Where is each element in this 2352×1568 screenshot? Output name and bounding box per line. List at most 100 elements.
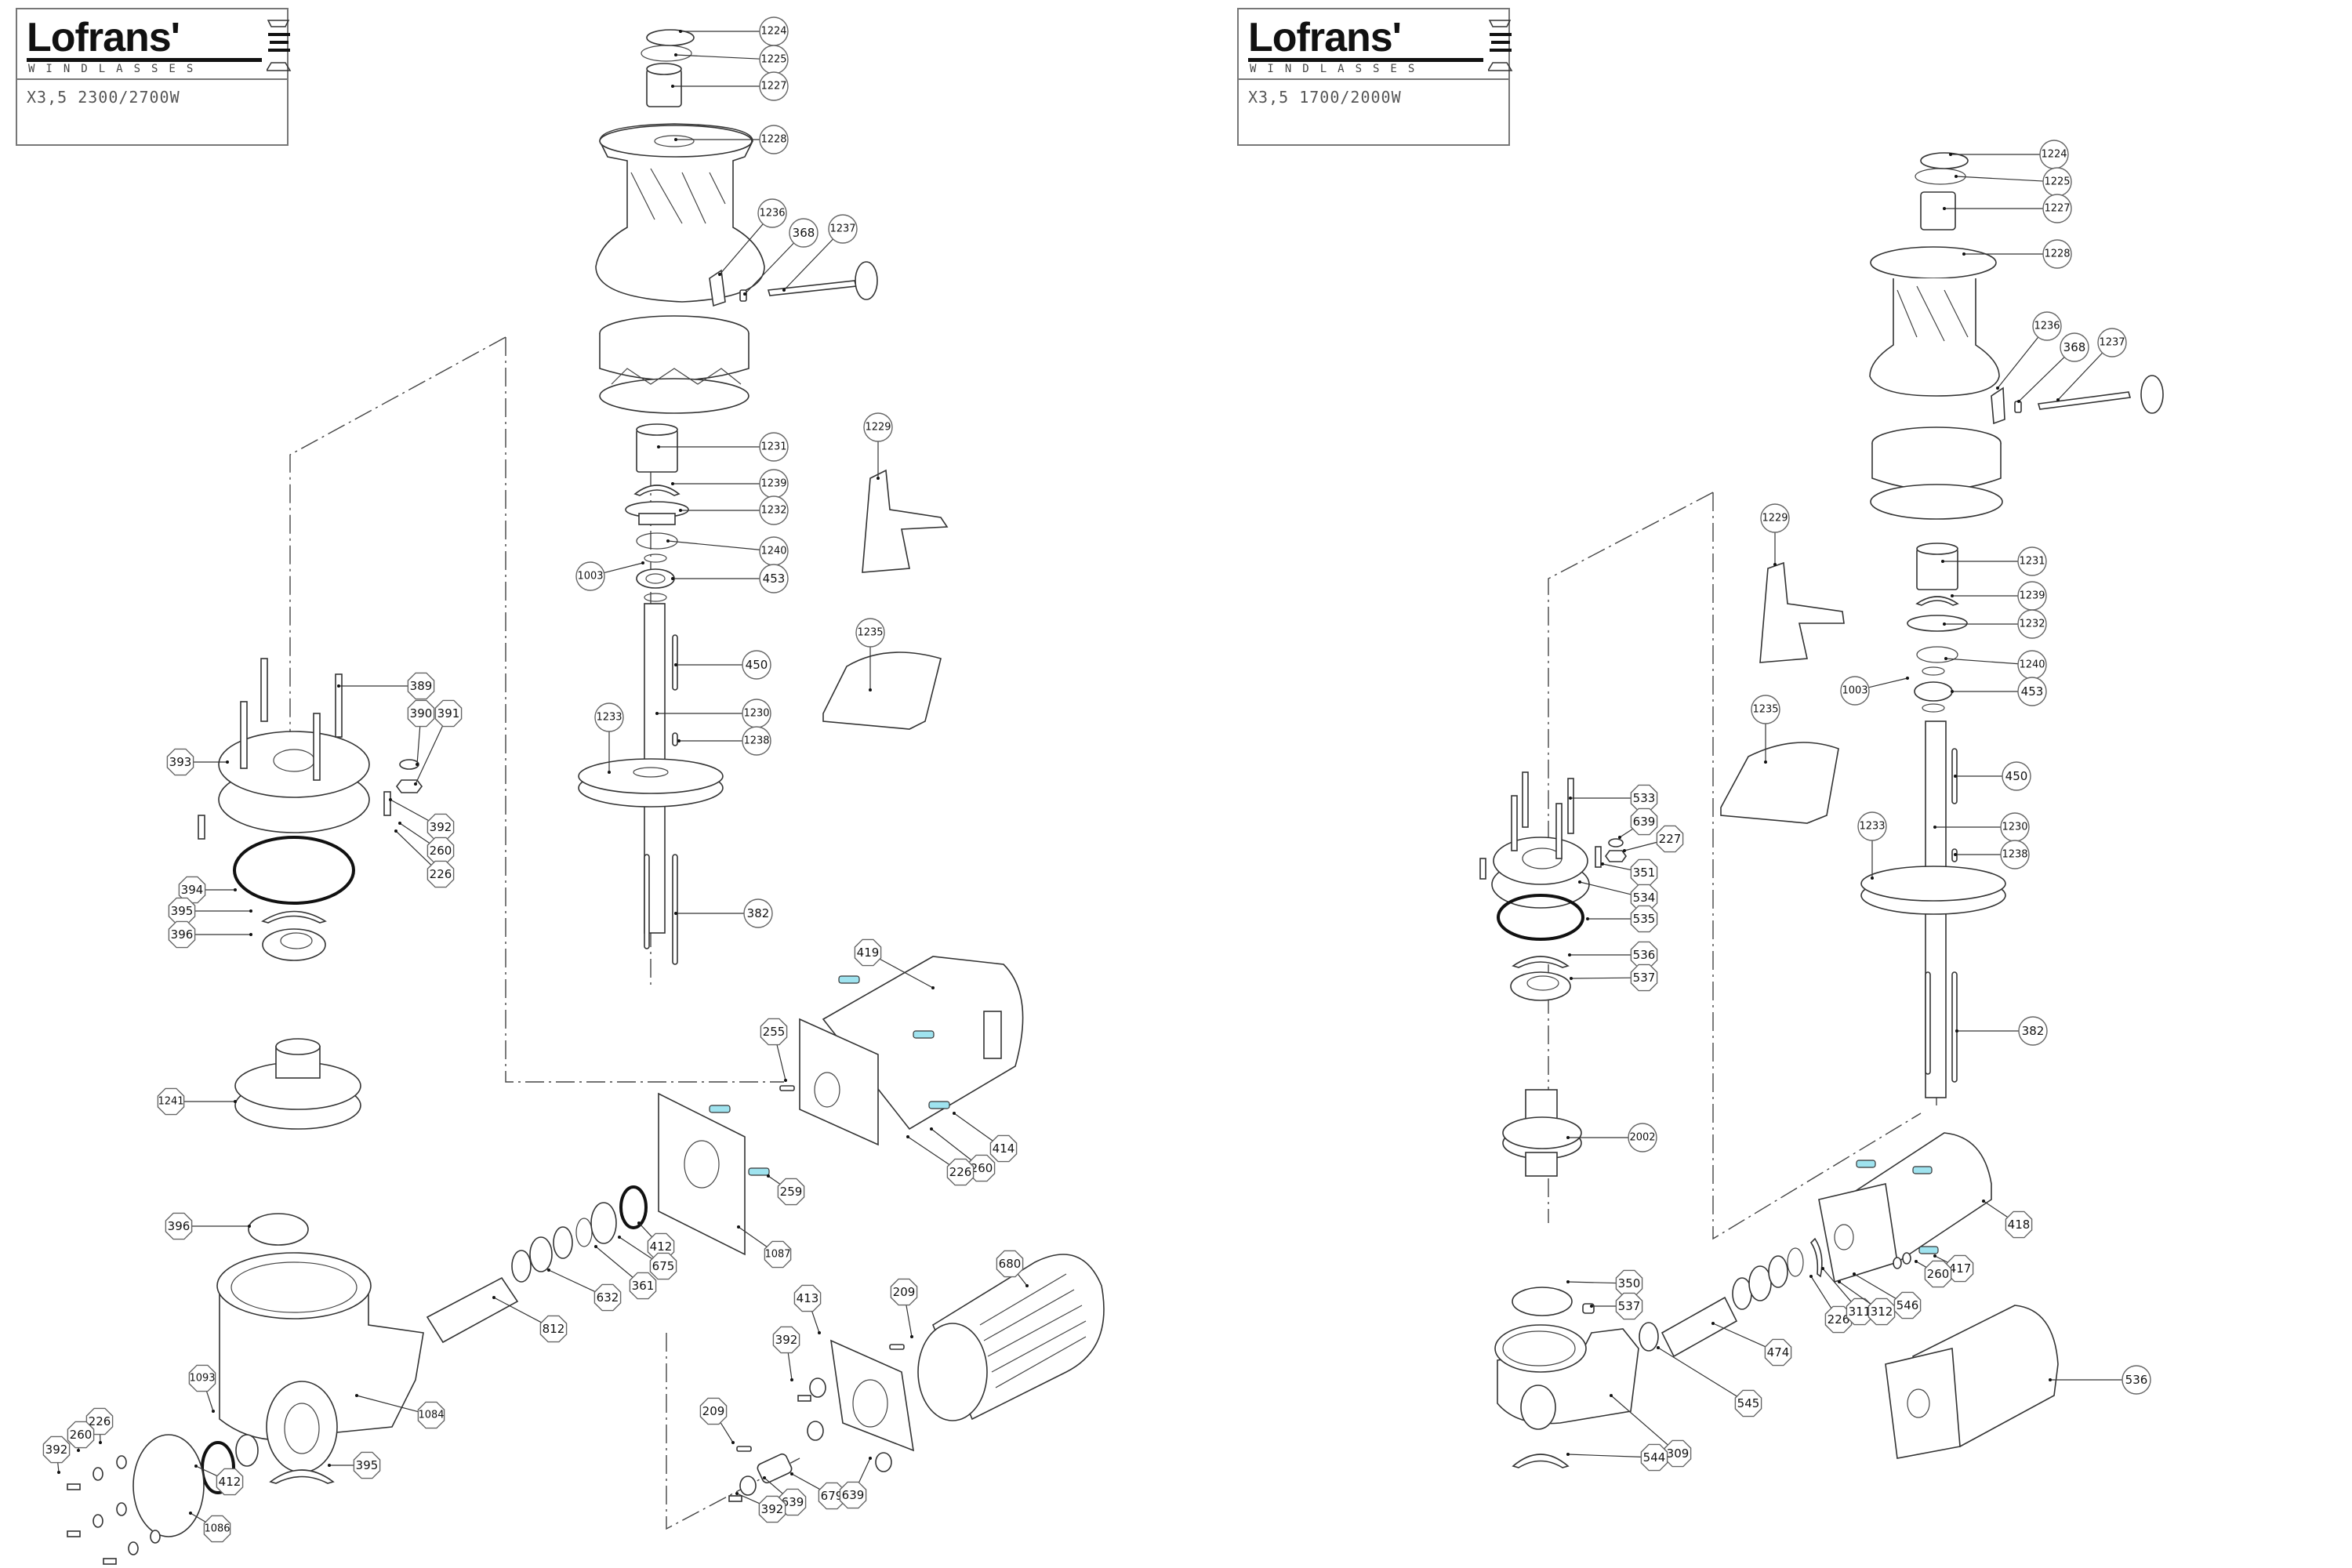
leader-dot xyxy=(931,986,935,989)
leader-line xyxy=(548,1269,596,1293)
callout-bubble xyxy=(1630,808,1658,836)
part-259-bolt xyxy=(709,1105,731,1113)
part-1086-cover xyxy=(132,1434,205,1537)
leader-line xyxy=(1567,1281,1617,1284)
model-label: X3,5 2300/2700W xyxy=(27,88,180,107)
leader-dot xyxy=(953,1112,956,1115)
callout-bubble xyxy=(828,214,858,244)
callout-bubble xyxy=(855,618,885,648)
part-255-key xyxy=(779,1085,795,1091)
part-callout-260: 260 xyxy=(1915,1260,1952,1288)
part-1229-lever xyxy=(1759,561,1845,663)
leader-dot xyxy=(394,829,397,833)
part-260-washer xyxy=(93,1514,103,1528)
part-callout-1233: 1233 xyxy=(594,702,624,774)
part-1241-shaft xyxy=(1907,1388,1930,1418)
callout-bubble xyxy=(67,1421,95,1449)
callout-number: 1224 xyxy=(760,26,786,38)
left-assembly xyxy=(67,29,1105,1565)
callout-number: 392 xyxy=(430,820,452,834)
part-callout-368: 368 xyxy=(2017,332,2089,403)
part-309-bearing xyxy=(1639,1322,1659,1352)
callout-number: 544 xyxy=(1643,1450,1666,1465)
callout-bubble xyxy=(2002,761,2031,791)
leader-dot xyxy=(910,1335,913,1338)
callout-bubble xyxy=(1615,1292,1643,1320)
part-812-worm-shaft xyxy=(426,1276,519,1344)
part-callout-396: 396 xyxy=(165,1212,251,1240)
part-gypsy-base xyxy=(599,378,750,414)
leader-dot xyxy=(1941,560,1944,563)
callout-bubble xyxy=(759,432,789,462)
brand-tagline: WINDLASSES xyxy=(28,63,205,75)
callout-bubble xyxy=(165,1212,193,1240)
part-395-seal xyxy=(261,910,327,924)
callout-number: 226 xyxy=(1828,1312,1850,1327)
gypsy-pockets xyxy=(611,368,742,385)
callout-bubble xyxy=(2097,328,2127,358)
part-312-circlip xyxy=(1787,1247,1804,1277)
leader-dot xyxy=(655,712,659,715)
part-callout-418: 418 xyxy=(1982,1200,2033,1239)
callout-number: 418 xyxy=(2008,1218,2031,1232)
leader-line xyxy=(1997,336,2039,389)
part-1239-seal xyxy=(1915,596,1959,606)
part-callout-259: 259 xyxy=(767,1174,805,1206)
part-callout-392: 392 xyxy=(42,1436,71,1474)
part-callout-260: 260 xyxy=(930,1127,996,1182)
part-1003-ring-a xyxy=(644,554,667,563)
part-callout-368: 368 xyxy=(743,218,818,296)
part-callout-1238: 1238 xyxy=(677,726,771,756)
leader-dot xyxy=(671,85,674,88)
part-callout-1225: 1225 xyxy=(674,45,789,74)
callout-bubble xyxy=(42,1436,71,1464)
part-callout-1087: 1087 xyxy=(737,1225,792,1269)
part-393-base-plate xyxy=(218,731,370,798)
part-callout-412: 412 xyxy=(194,1465,244,1496)
winch-logo-icon xyxy=(267,20,292,71)
callout-bubble xyxy=(759,71,789,101)
part-callout-1232: 1232 xyxy=(1943,609,2047,639)
part-callout-382: 382 xyxy=(674,898,773,928)
assembly-guide-line xyxy=(289,336,506,831)
part-382-key-b xyxy=(644,854,650,949)
assembly-guide-line xyxy=(505,337,784,1083)
leader-line xyxy=(1712,1323,1766,1348)
part-639-washer xyxy=(1608,838,1624,848)
leader-dot xyxy=(869,688,872,691)
callout-number: 1093 xyxy=(189,1373,215,1385)
part-callout-350: 350 xyxy=(1566,1269,1643,1298)
callout-bubble xyxy=(758,1495,786,1523)
leader-line xyxy=(858,1457,871,1483)
part-226-washer xyxy=(1893,1257,1902,1269)
leader-line xyxy=(416,726,421,765)
brand-name: Lofrans' xyxy=(1248,15,1402,60)
part-389-stud xyxy=(260,658,268,722)
part-callout-639: 639 xyxy=(763,1476,807,1516)
part-1225-circlip xyxy=(641,45,692,62)
part-533-stud xyxy=(1567,778,1574,834)
part-callout-351: 351 xyxy=(1601,858,1658,887)
part-callout-1237: 1237 xyxy=(2056,328,2127,401)
callout-number: 391 xyxy=(437,706,460,720)
part-callout-361: 361 xyxy=(594,1245,657,1300)
callout-number: 392 xyxy=(45,1443,68,1457)
callout-number: 639 xyxy=(1633,815,1656,829)
callout-number: 1237 xyxy=(829,223,855,235)
callout-number: 1087 xyxy=(764,1249,790,1261)
leader-line xyxy=(1915,1261,1927,1269)
part-callout-1235: 1235 xyxy=(855,618,885,691)
leader-line xyxy=(195,1465,218,1477)
part-1236-arm xyxy=(1991,387,2005,425)
callout-bubble xyxy=(699,1397,728,1425)
part-callout-1241: 1241 xyxy=(157,1087,237,1116)
callout-number: 679 xyxy=(821,1489,844,1503)
part-1225-circlip xyxy=(1915,168,1966,185)
part-callout-675: 675 xyxy=(618,1236,677,1280)
part-260-washer xyxy=(1902,1252,1911,1265)
callout-number: 1239 xyxy=(760,478,786,490)
leader-line xyxy=(1934,1255,1949,1263)
part-1084-gearbox-bore xyxy=(230,1261,358,1313)
leader-dot xyxy=(674,912,677,915)
part-callout-1229: 1229 xyxy=(1760,503,1790,566)
